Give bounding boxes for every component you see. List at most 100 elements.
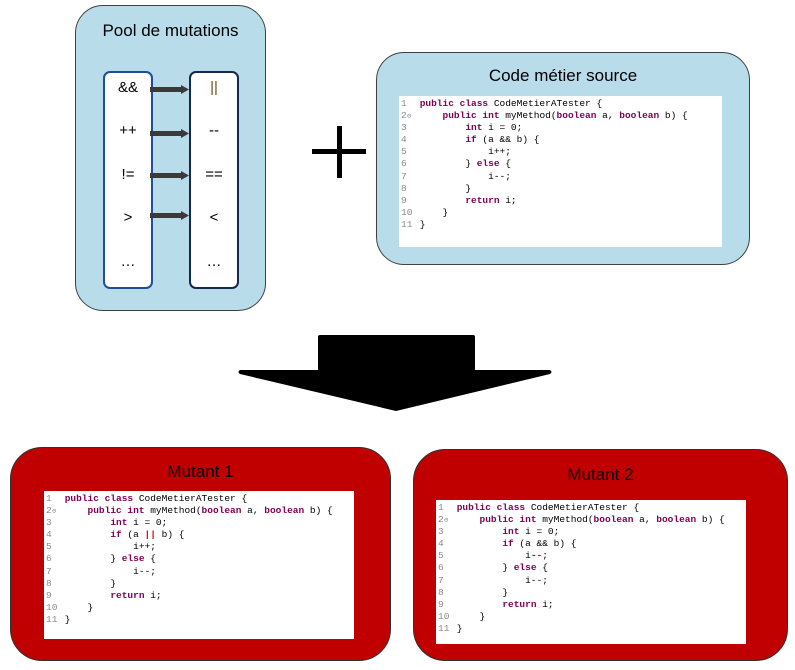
mapping-arrow-icon bbox=[150, 85, 189, 94]
mapping-arrow-icon bbox=[150, 129, 189, 138]
code-token: CodeMetierATester { bbox=[530, 502, 640, 513]
keyword-token: public int bbox=[442, 110, 506, 122]
source-code-box: Code métier source 1 public class CodeMe… bbox=[376, 52, 750, 265]
indent bbox=[451, 587, 502, 599]
mutated-operator: … bbox=[206, 253, 222, 270]
line-number: 10 bbox=[46, 601, 58, 613]
keyword-token: else bbox=[121, 553, 151, 565]
indent bbox=[451, 526, 502, 538]
line-number: 9 bbox=[438, 598, 444, 610]
code-token: i--; bbox=[525, 574, 548, 586]
code-token: CodeMetierATester { bbox=[493, 98, 603, 109]
keyword-token: boolean bbox=[264, 505, 310, 517]
code-line: 6 } else { bbox=[436, 562, 746, 574]
line-number: 7 bbox=[401, 170, 407, 182]
indent bbox=[59, 566, 133, 578]
keyword-token: return bbox=[110, 589, 151, 601]
keyword-token: boolean bbox=[556, 110, 603, 122]
code-token: } bbox=[479, 610, 486, 622]
code-line: 3 int i = 0; bbox=[436, 526, 746, 538]
code-token: i++; bbox=[133, 541, 156, 553]
code-line: 1 public class CodeMetierATester { bbox=[44, 493, 354, 505]
code-line: 9 return i; bbox=[399, 195, 722, 207]
fold-collapse-icon[interactable]: ⊝ bbox=[407, 113, 412, 122]
keyword-token: int bbox=[502, 526, 526, 538]
code-token: a, bbox=[247, 505, 265, 517]
code-token: } bbox=[502, 562, 514, 574]
code-token: } bbox=[110, 577, 117, 589]
indent bbox=[414, 134, 465, 146]
line-number: 2⊝ bbox=[399, 110, 414, 122]
mutation-pool-box: Pool de mutations && ++ != > … || -- == … bbox=[75, 5, 266, 311]
keyword-token: else bbox=[476, 158, 506, 170]
line-number: 7 bbox=[438, 574, 444, 586]
code-line: 7 i--; bbox=[436, 575, 746, 587]
original-operator: … bbox=[120, 253, 136, 270]
code-line: 7 i--; bbox=[399, 171, 722, 183]
fold-collapse-icon[interactable]: ⊝ bbox=[52, 508, 57, 517]
plus-icon bbox=[312, 126, 366, 178]
code-token: i--; bbox=[133, 565, 156, 577]
keyword-token: boolean bbox=[656, 514, 702, 526]
keyword-token: public int bbox=[87, 505, 151, 517]
indent bbox=[451, 514, 480, 526]
code-token: } bbox=[465, 182, 472, 194]
code-token: (a && b) { bbox=[482, 134, 540, 146]
code-line: 4 if (a || b) { bbox=[44, 529, 354, 541]
original-operator: ++ bbox=[119, 122, 137, 139]
keyword-token: else bbox=[513, 562, 543, 574]
code-token: a, bbox=[639, 514, 657, 526]
code-token: } bbox=[87, 601, 94, 613]
line-number: 2⊝ bbox=[44, 505, 59, 517]
code-line: 11 } bbox=[399, 219, 722, 231]
code-token: i--; bbox=[488, 170, 511, 182]
indent bbox=[451, 575, 525, 587]
line-number: 3 bbox=[401, 122, 407, 134]
code-token: b) { bbox=[664, 110, 688, 122]
keyword-token: boolean bbox=[619, 110, 665, 122]
code-line: 4 if (a && b) { bbox=[436, 538, 746, 550]
line-number: 8 bbox=[438, 586, 444, 598]
original-operators-column: && ++ != > … bbox=[103, 71, 153, 289]
code-token: b) { bbox=[701, 514, 725, 526]
code-token: { bbox=[150, 553, 156, 565]
indent bbox=[59, 541, 133, 553]
line-number: 6 bbox=[401, 158, 407, 170]
code-token: myMethod( bbox=[150, 505, 202, 517]
line-number: 1 bbox=[438, 502, 444, 513]
mutated-operator: -- bbox=[209, 122, 219, 139]
keyword-token: int bbox=[110, 517, 134, 529]
mapping-arrow-icon bbox=[150, 211, 189, 220]
code-token: b) { bbox=[155, 529, 185, 541]
code-token: } bbox=[456, 622, 463, 634]
line-number: 1 bbox=[46, 493, 52, 504]
code-token: { bbox=[505, 158, 511, 170]
keyword-token: if bbox=[465, 134, 483, 146]
code-line: 2⊝ public int myMethod(boolean a, boolea… bbox=[44, 505, 354, 517]
code-token: { bbox=[542, 562, 548, 574]
code-line: 1 public class CodeMetierATester { bbox=[436, 502, 746, 514]
code-line: 9 return i; bbox=[436, 599, 746, 611]
keyword-token: return bbox=[502, 598, 543, 610]
code-token: i; bbox=[150, 589, 162, 601]
line-number: 3 bbox=[46, 517, 52, 529]
source-code-panel: 1 public class CodeMetierATester {2⊝ pub… bbox=[399, 96, 722, 247]
keyword-token: return bbox=[465, 194, 506, 206]
indent bbox=[414, 207, 443, 219]
keyword-token: if bbox=[502, 538, 520, 550]
keyword-token: public class bbox=[419, 98, 494, 109]
code-token: i = 0; bbox=[488, 122, 523, 134]
indent bbox=[59, 505, 88, 517]
line-number: 5 bbox=[401, 146, 407, 158]
code-line: 11 } bbox=[436, 623, 746, 635]
code-line: 5 i++; bbox=[44, 541, 354, 553]
mutated-token: -- bbox=[530, 550, 543, 562]
fold-collapse-icon[interactable]: ⊝ bbox=[444, 517, 449, 526]
line-number: 4 bbox=[438, 538, 444, 550]
mutant-1-code-panel: 1 public class CodeMetierATester {2⊝ pub… bbox=[44, 491, 354, 639]
mutant-2-title: Mutant 2 bbox=[567, 465, 634, 484]
code-line: 1 public class CodeMetierATester { bbox=[399, 98, 722, 110]
keyword-token: boolean bbox=[201, 505, 248, 517]
code-line: 8 } bbox=[399, 183, 722, 195]
mutated-operator: || bbox=[210, 79, 218, 96]
